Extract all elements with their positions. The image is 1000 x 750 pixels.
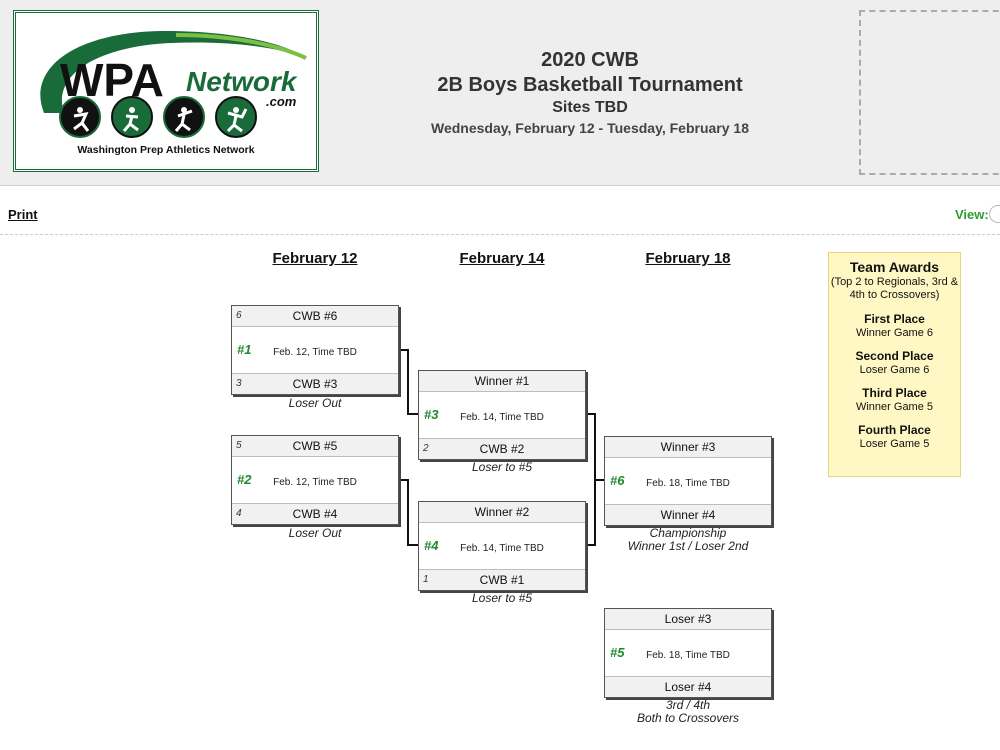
game-1-note: Loser Out bbox=[288, 396, 342, 410]
award-place-2: Second Place bbox=[855, 349, 934, 363]
game-3-box[interactable]: Winner #1 #3 Feb. 14, Time TBD 2 CWB #2 bbox=[418, 370, 586, 460]
game-6-box[interactable]: Winner #3 #6 Feb. 18, Time TBD Winner #4 bbox=[604, 436, 772, 526]
game-3-bottom-seed: 2 bbox=[423, 443, 429, 454]
game-4-bottom-team-name: CWB #1 bbox=[479, 573, 525, 587]
ad-placeholder bbox=[859, 10, 1000, 175]
wpa-network-logo[interactable]: WPA Network .com Washington Prep Athleti… bbox=[13, 10, 319, 172]
awards-title: Team Awards bbox=[849, 259, 940, 275]
game-1-time: Feb. 12, Time TBD bbox=[273, 347, 357, 358]
game-2-top-team[interactable]: 5 CWB #5 bbox=[232, 436, 398, 457]
game-1-box[interactable]: 6 CWB #6 #1 Feb. 12, Time TBD 3 CWB #3 bbox=[231, 305, 399, 395]
logo-brand-network: Network bbox=[186, 66, 298, 97]
award-place-3: Third Place bbox=[862, 386, 927, 400]
game-2-bottom-team[interactable]: 4 CWB #4 bbox=[232, 503, 398, 524]
game-5-number: #5 bbox=[610, 645, 625, 660]
award-value-1: Winner Game 6 bbox=[855, 327, 934, 339]
date-header-round3: February 18 bbox=[645, 250, 731, 267]
game-2-number: #2 bbox=[237, 472, 252, 487]
game-5-bottom-team[interactable]: Loser #4 bbox=[605, 676, 771, 697]
award-place-1: First Place bbox=[864, 312, 925, 326]
game-6-note-line2: Winner 1st / Loser 2nd bbox=[627, 539, 749, 553]
game-4-bottom-seed: 1 bbox=[423, 574, 429, 585]
game-4-top-team[interactable]: Winner #2 bbox=[419, 502, 585, 523]
game-3-bottom-team-name: CWB #2 bbox=[479, 442, 525, 456]
game-5-box[interactable]: Loser #3 #5 Feb. 18, Time TBD Loser #4 bbox=[604, 608, 772, 698]
sport-icons bbox=[59, 96, 257, 138]
tournament-title-block: 2020 CWB 2B Boys Basketball Tournament S… bbox=[340, 48, 840, 138]
game-1-top-team[interactable]: 6 CWB #6 bbox=[232, 306, 398, 327]
tournament-dates: Wednesday, February 12 - Tuesday, Februa… bbox=[431, 120, 749, 136]
game-1-bottom-team[interactable]: 3 CWB #3 bbox=[232, 373, 398, 394]
date-header-round1: February 12 bbox=[272, 250, 358, 267]
page-header: WPA Network .com Washington Prep Athleti… bbox=[0, 0, 1000, 186]
game-3-bottom-team[interactable]: 2 CWB #2 bbox=[419, 438, 585, 459]
logo-graphic: WPA Network .com Washington Prep Athleti… bbox=[40, 31, 307, 156]
view-toggle[interactable] bbox=[989, 205, 1000, 223]
game-6-time: Feb. 18, Time TBD bbox=[646, 478, 730, 489]
game-1-bottom-seed: 3 bbox=[236, 378, 242, 389]
game-2-time: Feb. 12, Time TBD bbox=[273, 477, 357, 488]
game-4-time: Feb. 14, Time TBD bbox=[460, 543, 544, 554]
game-6-top-team[interactable]: Winner #3 bbox=[605, 437, 771, 458]
game-6-note: Championship Winner 1st / Loser 2nd bbox=[604, 527, 772, 553]
view-label: View: bbox=[955, 207, 989, 222]
tournament-title: 2020 CWB bbox=[541, 49, 639, 71]
award-value-2: Loser Game 6 bbox=[859, 364, 930, 376]
game-6-number: #6 bbox=[610, 473, 625, 488]
team-awards-panel: Team Awards (Top 2 to Regionals, 3rd & 4… bbox=[828, 252, 961, 477]
game-6-bottom-team[interactable]: Winner #4 bbox=[605, 504, 771, 525]
game-3-top-team[interactable]: Winner #1 bbox=[419, 371, 585, 392]
game-1-top-seed: 6 bbox=[236, 310, 242, 321]
logo-tagline: Washington Prep Athletics Network bbox=[77, 144, 254, 156]
date-header-round2: February 14 bbox=[459, 250, 545, 267]
toolbar-divider bbox=[0, 234, 1000, 235]
game-4-number: #4 bbox=[424, 538, 439, 553]
game-5-note-line2: Both to Crossovers bbox=[636, 711, 740, 725]
game-2-box[interactable]: 5 CWB #5 #2 Feb. 12, Time TBD 4 CWB #4 bbox=[231, 435, 399, 525]
award-value-4: Loser Game 5 bbox=[859, 438, 930, 450]
tournament-sites: Sites TBD bbox=[552, 99, 628, 116]
print-link[interactable]: Print bbox=[8, 207, 38, 222]
game-2-bottom-team-name: CWB #4 bbox=[292, 507, 338, 521]
logo-brand-suffix: .com bbox=[266, 94, 297, 109]
game-4-note: Loser to #5 bbox=[471, 591, 533, 605]
game-5-time: Feb. 18, Time TBD bbox=[646, 650, 730, 661]
game-1-bottom-team-name: CWB #3 bbox=[292, 377, 338, 391]
game-3-time: Feb. 14, Time TBD bbox=[460, 412, 544, 423]
game-6-note-line1: Championship bbox=[649, 526, 727, 540]
award-place-4: Fourth Place bbox=[858, 423, 931, 437]
game-1-number: #1 bbox=[237, 342, 252, 357]
game-5-top-team[interactable]: Loser #3 bbox=[605, 609, 771, 630]
game-3-note: Loser to #5 bbox=[471, 460, 533, 474]
game-2-top-team-name: CWB #5 bbox=[292, 439, 338, 453]
game-5-note: 3rd / 4th Both to Crossovers bbox=[604, 699, 772, 725]
awards-subtitle: (Top 2 to Regionals, 3rd & 4th to Crosso… bbox=[830, 276, 959, 301]
game-5-note-line1: 3rd / 4th bbox=[665, 698, 711, 712]
game-2-note: Loser Out bbox=[288, 526, 342, 540]
game-1-top-team-name: CWB #6 bbox=[292, 309, 338, 323]
award-value-3: Winner Game 5 bbox=[855, 401, 934, 413]
game-2-top-seed: 5 bbox=[236, 440, 242, 451]
tournament-name: 2B Boys Basketball Tournament bbox=[437, 74, 743, 96]
game-3-number: #3 bbox=[424, 407, 439, 422]
game-4-box[interactable]: Winner #2 #4 Feb. 14, Time TBD 1 CWB #1 bbox=[418, 501, 586, 591]
game-2-bottom-seed: 4 bbox=[236, 508, 242, 519]
game-4-bottom-team[interactable]: 1 CWB #1 bbox=[419, 569, 585, 590]
